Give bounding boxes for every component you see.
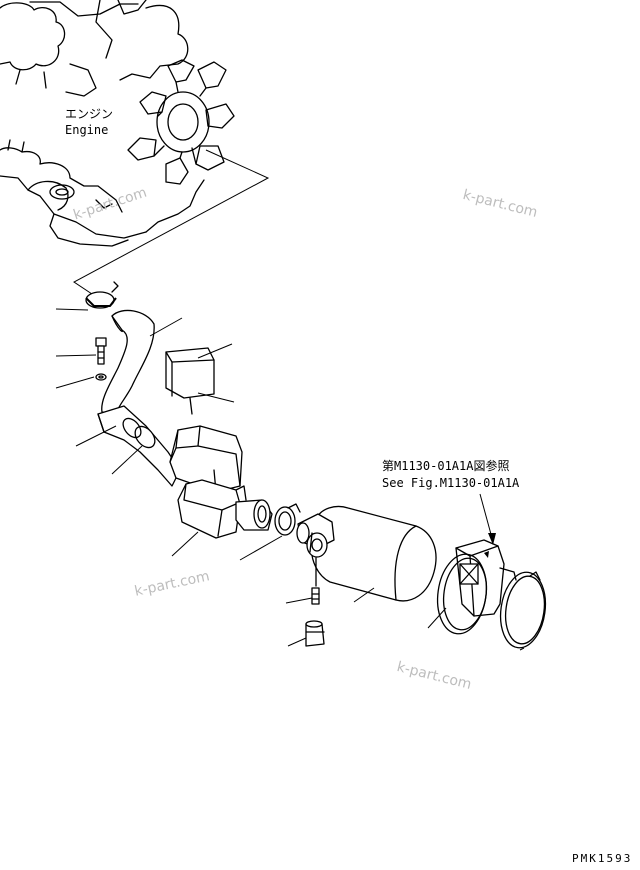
- drawing-code: PMK1593: [572, 852, 633, 865]
- engine-label-en: Engine: [65, 123, 109, 137]
- outlet-duct: [455, 539, 517, 617]
- intake-hose: [85, 281, 181, 487]
- air-cleaner-body: [296, 505, 437, 647]
- reference-label-jp: 第M1130-01A1A図参照: [382, 459, 510, 473]
- mounting-band-1: [436, 553, 488, 635]
- reference-label-en: See Fig.M1130-01A1A: [382, 476, 520, 490]
- hose-clamp: [274, 503, 301, 536]
- engine-illustration: [0, 0, 205, 247]
- engine-label-jp: エンジン: [65, 107, 114, 121]
- mounting-band-2: [499, 571, 547, 649]
- engine-leader-line: [73, 149, 270, 295]
- leader-lines: [55, 308, 525, 651]
- fan-illustration: [127, 59, 235, 185]
- precleaner-box: [165, 347, 273, 539]
